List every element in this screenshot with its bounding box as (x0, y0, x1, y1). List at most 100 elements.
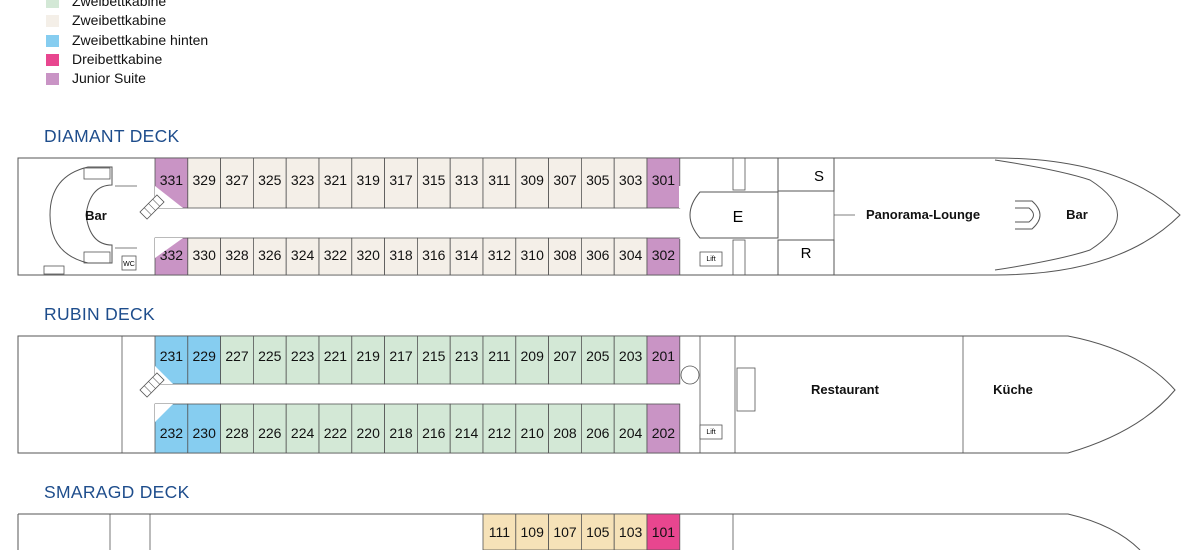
cabin-326: 326 (252, 237, 287, 276)
cabin-fill (449, 237, 484, 276)
cabin-312: 312 (482, 237, 517, 276)
diamant-hull-outline (17, 157, 1181, 276)
diamant-aft-stair-wall (115, 185, 137, 249)
cabin-211: 211 (482, 335, 517, 385)
wc-box (121, 255, 137, 271)
cabin-number: 201 (652, 348, 676, 364)
cabin-fill (187, 403, 222, 454)
rubin-stair (736, 367, 756, 412)
cabin-230: 230 (187, 403, 222, 454)
cabin-fill (384, 237, 418, 276)
diamant-aft-cut-bottom (155, 238, 183, 258)
cabin-number: 327 (225, 172, 249, 188)
cabin-number: 317 (389, 172, 413, 188)
cabin-number: 220 (357, 425, 381, 441)
cabin-101: 101 (646, 513, 681, 550)
cabin-309: 309 (515, 157, 549, 209)
cabin-number: 209 (521, 348, 545, 364)
cabin-number: 219 (357, 348, 381, 364)
rubin-spiral-stair (680, 365, 700, 385)
legend-swatch (46, 73, 59, 86)
cabin-number: 326 (258, 247, 282, 263)
cabin-fill (252, 237, 287, 276)
cabin-228: 228 (220, 403, 254, 454)
panorama-lounge-label: Panorama-Lounge (866, 207, 980, 222)
lift-label: Lift (706, 429, 715, 436)
cabin-fill (581, 157, 615, 209)
cabin-fill (482, 237, 517, 276)
cabin-number: 325 (258, 172, 282, 188)
cabin-fill (482, 157, 517, 209)
legend-swatch (46, 53, 59, 66)
cabin-224: 224 (285, 403, 320, 454)
cabin-310: 310 (515, 237, 549, 276)
cabin-number: 305 (586, 172, 610, 188)
cabin-number: 204 (619, 425, 643, 441)
cabin-323: 323 (285, 157, 320, 209)
diamant-stair-top (732, 157, 746, 191)
kueche-label: Küche (993, 382, 1033, 397)
cabin-302: 302 (646, 237, 681, 276)
cabin-fill (384, 157, 418, 209)
cabin-number: 210 (521, 425, 545, 441)
cabin-fill (285, 403, 320, 454)
cabin-fill (187, 335, 222, 385)
diamant-fwd-cut-bottom (679, 238, 700, 258)
cabin-number: 324 (291, 247, 315, 263)
lounge-divider (833, 158, 855, 275)
cabin-208: 208 (548, 403, 582, 454)
diamant-lobby-shape (689, 191, 779, 239)
cabin-330: 330 (187, 237, 222, 276)
bar-aft-label: Bar (85, 208, 107, 223)
cabin-number: 224 (291, 425, 315, 441)
cabin-number: 303 (619, 172, 643, 188)
cabin-number: 230 (193, 425, 217, 441)
cabin-325: 325 (252, 157, 287, 209)
cabin-fill (449, 403, 484, 454)
cabin-number: 109 (521, 524, 545, 540)
cabin-number: 304 (619, 247, 643, 263)
cabin-number: 322 (324, 247, 348, 263)
e-label: E (733, 209, 744, 226)
legend-label: Zweibettkabine hinten (72, 31, 209, 48)
cabin-fill (416, 403, 451, 454)
cabin-301: 301 (646, 157, 681, 209)
cabin-number: 217 (389, 348, 413, 364)
cabin-318: 318 (384, 237, 418, 276)
cabin-fill (515, 157, 549, 209)
cabin-220: 220 (351, 403, 385, 454)
cabin-number: 231 (160, 348, 184, 364)
cabin-number: 228 (225, 425, 249, 441)
cabin-fill (613, 513, 648, 550)
cabin-number: 307 (553, 172, 577, 188)
cabin-206: 206 (581, 403, 615, 454)
cabin-number: 330 (193, 247, 217, 263)
cabin-fill (384, 403, 418, 454)
cabin-316: 316 (416, 237, 451, 276)
rubin-deck-title: RUBIN DECK (44, 304, 155, 324)
cabin-number: 207 (553, 348, 577, 364)
cabin-315: 315 (416, 157, 451, 209)
cabin-fill (318, 237, 353, 276)
cabin-210: 210 (515, 403, 549, 454)
cabin-214: 214 (449, 403, 484, 454)
cabin-fill (252, 157, 287, 209)
cabin-105: 105 (581, 513, 615, 550)
r-label: R (801, 245, 812, 262)
cabin-fill (220, 403, 254, 454)
cabin-fill (416, 335, 451, 385)
cabin-number: 227 (225, 348, 249, 364)
legend-label: Dreibettkabine (72, 50, 163, 67)
cabin-number: 208 (553, 425, 577, 441)
cabin-number: 105 (586, 524, 610, 540)
cabin-number: 101 (652, 524, 676, 540)
cabin-fill (187, 157, 222, 209)
cabin-number: 212 (488, 425, 512, 441)
r-room (777, 239, 835, 276)
cabin-fill (351, 335, 385, 385)
cabin-324: 324 (285, 237, 320, 276)
cabin-number: 331 (160, 172, 184, 188)
cabin-number: 313 (455, 172, 479, 188)
